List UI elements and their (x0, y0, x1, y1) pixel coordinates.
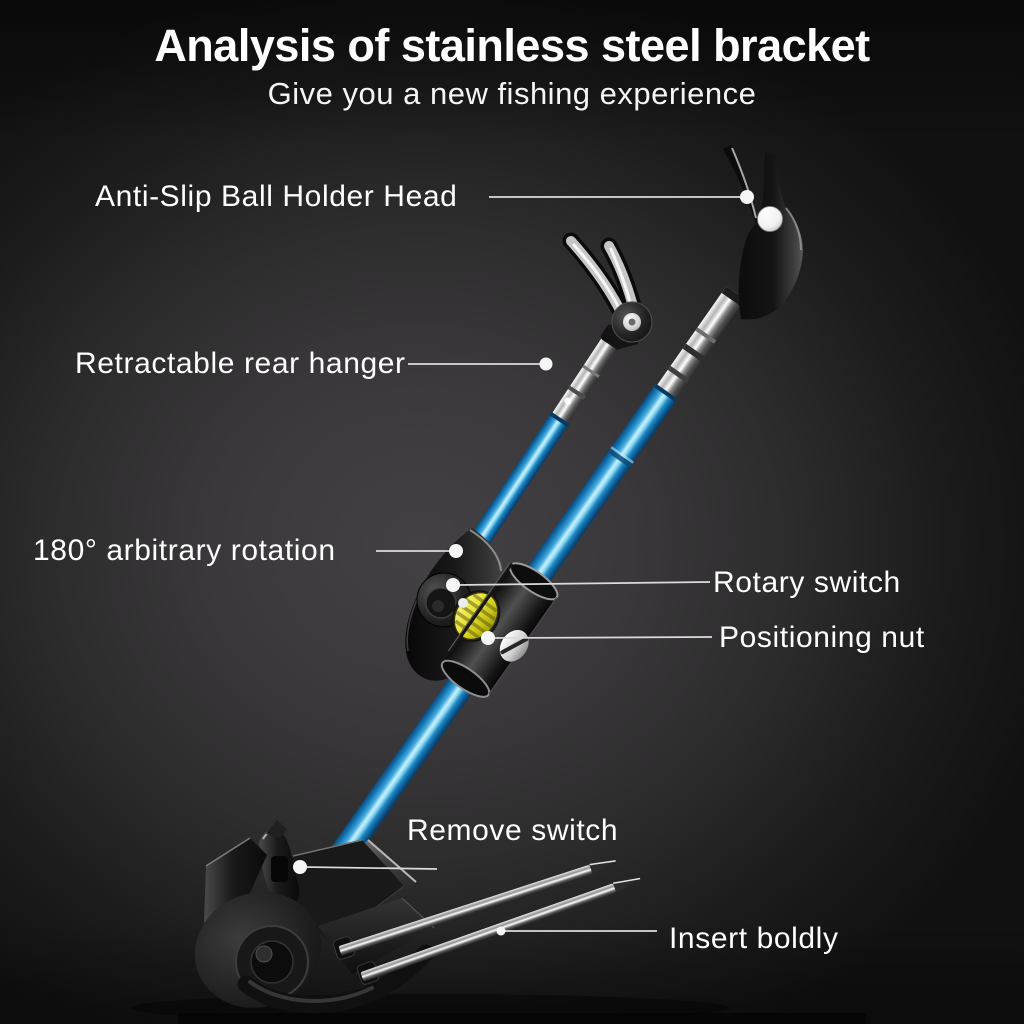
callout-label-rotary-switch: Rotary switch (713, 566, 901, 599)
socket-front-wall (284, 840, 404, 942)
page-title: Analysis of stainless steel bracket (154, 20, 870, 71)
callout-line-nut (491, 636, 713, 639)
center-mechanism (405, 528, 559, 698)
anti-slip-ball (757, 206, 783, 232)
ground-spikes (338, 860, 641, 982)
callout-dot-remove (293, 860, 307, 874)
ground-spike-upper (338, 860, 616, 956)
callout-lines (303, 196, 742, 932)
callout-dot-rotary (446, 578, 460, 592)
callout-dot-anti-slip (740, 190, 754, 204)
callout-dot-insert (496, 926, 506, 936)
pole-clamp-sleeve (440, 562, 559, 698)
callout-dot-rotation (449, 544, 463, 558)
callout-dot-nut (481, 631, 495, 645)
base-assembly (194, 820, 435, 1014)
hinge-screw (458, 598, 468, 608)
callout-label-retractable-rear-hanger: Retractable rear hanger (75, 347, 406, 380)
base-bent-tube (237, 944, 435, 1014)
callout-label-anti-slip-ball-holder-head: Anti-Slip Ball Holder Head (95, 180, 458, 213)
callout-dot-rear-hanger (539, 357, 553, 371)
rear-hanger-pivot (611, 301, 653, 343)
callout-line-remove (303, 866, 438, 870)
main-pole-chrome-fitting (657, 286, 746, 398)
ground-spike-lower (360, 877, 641, 982)
page-subtitle: Give you a new fishing experience (267, 76, 757, 111)
callout-dots (293, 190, 754, 936)
rear-pole (453, 414, 567, 573)
front-holder-head (723, 145, 803, 320)
callout-label-insert-boldly: Insert boldly (669, 922, 839, 955)
callout-line-rotary (457, 581, 711, 586)
rear-hanger-assembly (453, 232, 653, 573)
callout-label-arbitrary-rotation: 180° arbitrary rotation (33, 534, 336, 567)
callout-label-positioning-nut: Positioning nut (719, 621, 925, 654)
callout-label-remove-switch: Remove switch (407, 814, 619, 847)
